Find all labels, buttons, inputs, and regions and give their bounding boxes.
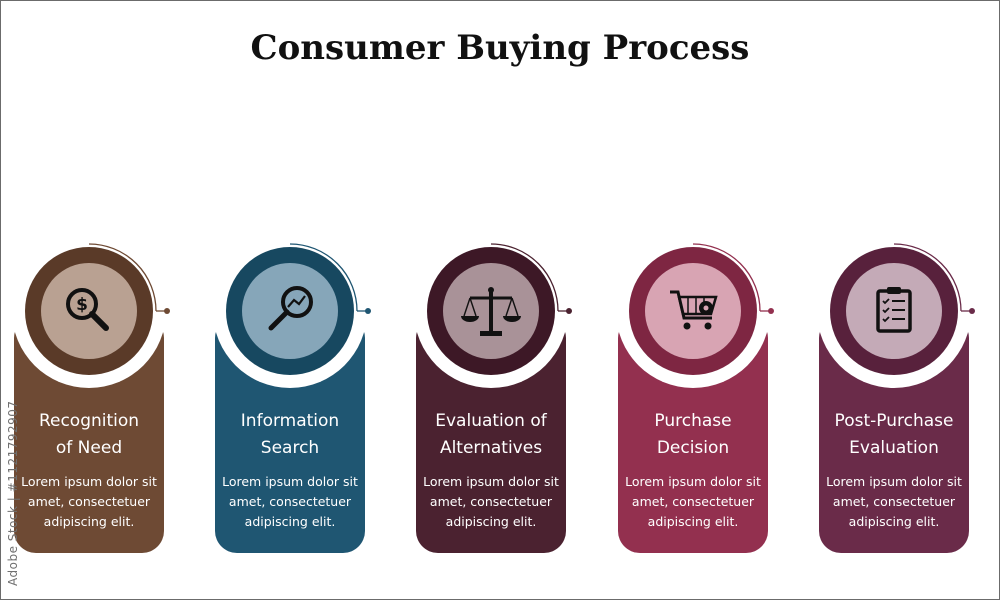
step-description: Lorem ipsum dolor sit amet, consectetuer…	[826, 474, 962, 529]
step-description: Lorem ipsum dolor sit amet, consectetuer…	[625, 474, 761, 529]
step-purchase-decision: Purchase Decision Lorem ipsum dolor sit …	[616, 0, 774, 600]
step-title: Evaluation of Alternatives	[435, 411, 547, 458]
step-badge	[817, 234, 975, 388]
step-badge	[414, 234, 572, 388]
svg-text:$: $	[76, 295, 88, 315]
badge-inner	[645, 263, 741, 359]
badge-dot	[768, 308, 774, 314]
badge-arc	[490, 243, 559, 312]
dollar-magnifier-icon: $	[66, 288, 109, 331]
badge-arc	[893, 243, 962, 312]
step-description: Lorem ipsum dolor sit amet, consectetuer…	[222, 474, 358, 529]
clipboard-checklist-icon	[876, 287, 912, 333]
badge-dot	[365, 308, 371, 314]
step-post-purchase-evaluation: Post-Purchase Evaluation Lorem ipsum dol…	[817, 0, 975, 600]
shopping-cart-icon	[670, 290, 718, 330]
step-description: Lorem ipsum dolor sit amet, consectetuer…	[21, 474, 157, 529]
step-evaluation-of-alternatives: Evaluation of Alternatives Lorem ipsum d…	[414, 0, 572, 600]
badge-inner	[41, 263, 137, 359]
search-chart-icon	[268, 286, 313, 331]
step-title: Post-Purchase Evaluation	[834, 411, 954, 458]
badge-dot	[164, 308, 170, 314]
balance-scale-icon	[461, 287, 521, 336]
step-recognition-of-need: $ Recognition of Need Lorem ipsum dolor …	[12, 0, 170, 600]
step-title: Purchase Decision	[654, 411, 732, 458]
step-information-search: Information Search Lorem ipsum dolor sit…	[213, 0, 371, 600]
page-title: Consumer Buying Process	[250, 28, 750, 68]
badge-arc	[692, 243, 761, 312]
step-description: Lorem ipsum dolor sit amet, consectetuer…	[423, 474, 559, 529]
step-badge	[213, 234, 371, 388]
stock-watermark: Adobe Stock | #1121792907	[6, 400, 20, 586]
badge-dot	[969, 308, 975, 314]
step-badge: $	[12, 234, 170, 388]
badge-arc	[88, 243, 157, 312]
step-title: Recognition of Need	[38, 411, 140, 458]
step-badge	[616, 234, 774, 388]
badge-dot	[566, 308, 572, 314]
badge-arc	[289, 243, 358, 312]
step-title: Information Search	[240, 411, 340, 458]
badge-inner	[242, 263, 338, 359]
